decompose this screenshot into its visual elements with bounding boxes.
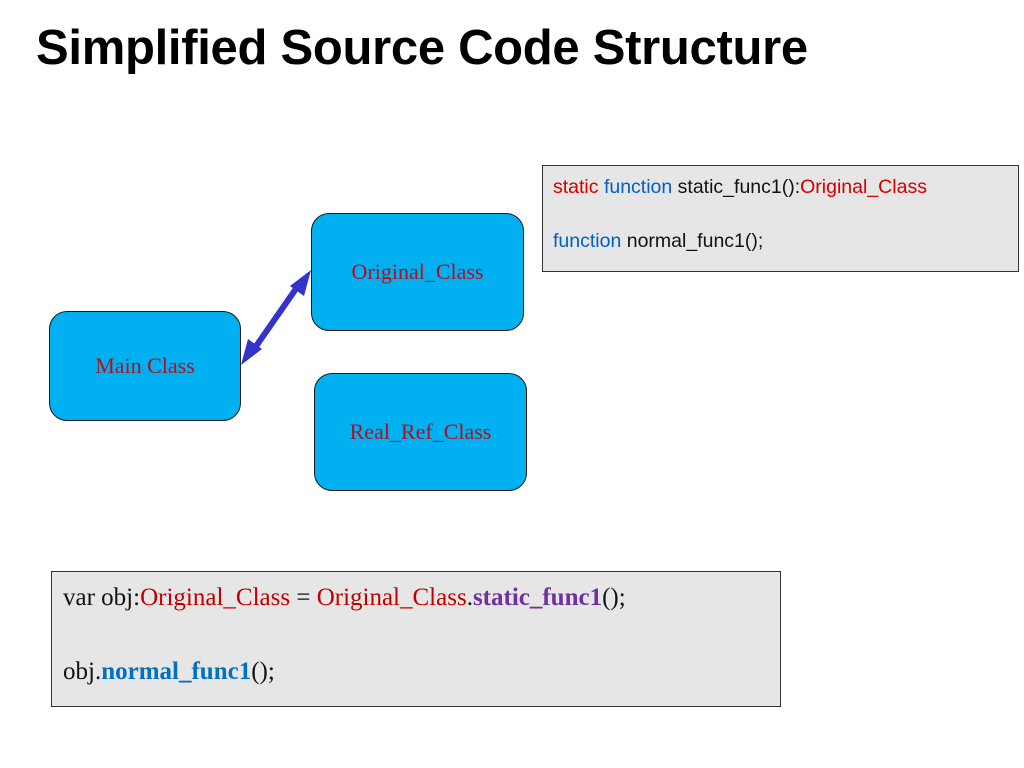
slide-title: Simplified Source Code Structure [36, 21, 808, 75]
original-class-node: Original_Class [311, 213, 524, 331]
obj-ref: obj. [63, 658, 102, 685]
keyword-function: function [553, 230, 622, 252]
call-suffix: (); [602, 584, 626, 611]
usage-line-normal-call: obj.normal_func1(); [63, 657, 769, 687]
dot-op: . [466, 584, 473, 611]
class-ref: Original_Class [316, 584, 467, 611]
main-class-label: Main Class [95, 353, 195, 378]
arrow-shaft [249, 281, 303, 354]
main-class-node: Main Class [49, 311, 241, 421]
call-suffix: (); [251, 658, 275, 685]
static-method-call: static_func1 [472, 584, 603, 611]
signature-line-normal: function normal_func1(); [553, 228, 1008, 255]
keyword-function: function [603, 176, 673, 198]
usage-line-static-call: var obj:Original_Class = Original_Class.… [63, 583, 769, 613]
usage-code-box: var obj:Original_Class = Original_Class.… [51, 571, 781, 707]
real-ref-class-label: Real_Ref_Class [349, 419, 492, 444]
return-type: Original_Class [800, 176, 927, 198]
static-func-name: static_func1(): [677, 176, 801, 198]
real-ref-class-node: Real_Ref_Class [314, 373, 527, 491]
arrow-head-original [290, 270, 311, 296]
signature-code-box: static function static_func1():Original_… [542, 165, 1019, 272]
original-class-label: Original_Class [351, 259, 484, 284]
signature-line-static: static function static_func1():Original_… [553, 174, 1008, 201]
var-type: Original_Class [140, 584, 291, 611]
arrow-head-main [241, 339, 262, 365]
var-decl: var obj: [63, 584, 141, 611]
keyword-static: static [553, 176, 599, 198]
normal-method-call: normal_func1 [101, 658, 252, 685]
normal-func-name: normal_func1(); [626, 230, 764, 252]
assign-op: = [290, 584, 317, 611]
